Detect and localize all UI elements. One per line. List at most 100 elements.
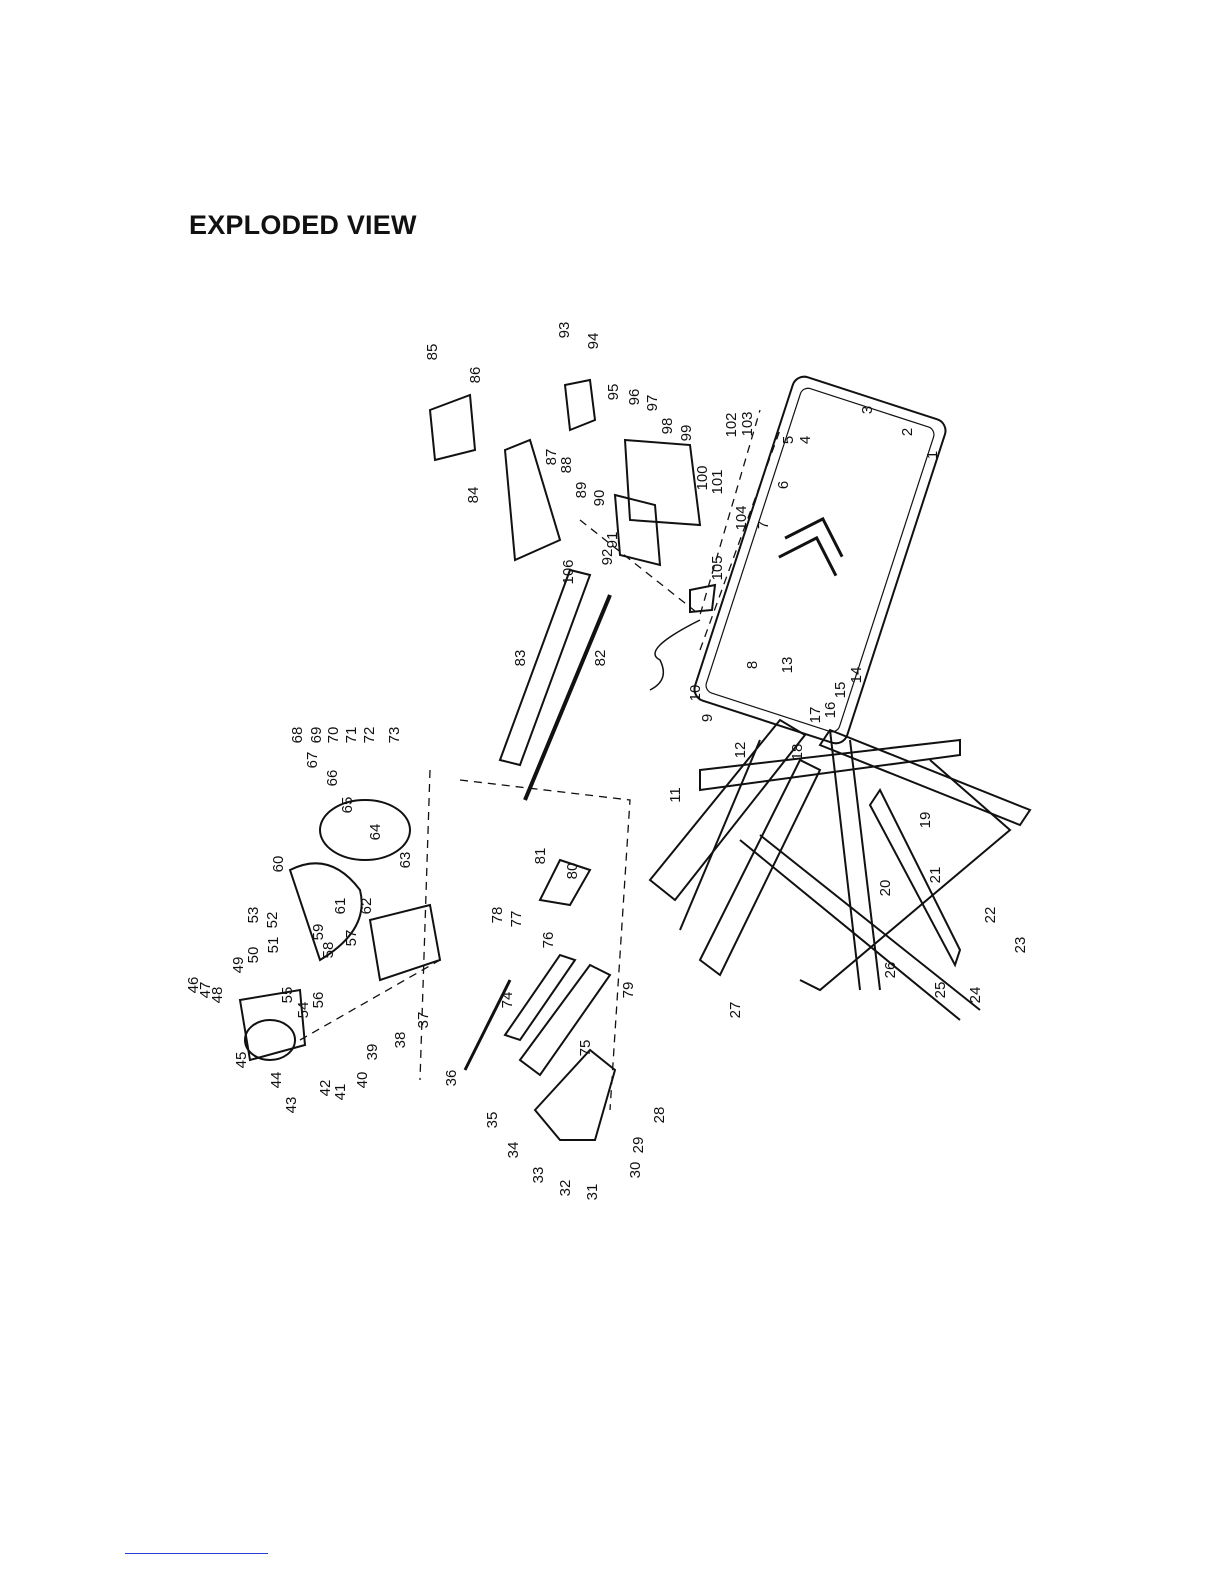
- part-label-5: 5: [780, 436, 797, 444]
- part-label-61: 61: [332, 898, 349, 915]
- part-label-87: 87: [543, 449, 560, 466]
- assembly-lines: [299, 409, 781, 1111]
- part-label-70: 70: [325, 727, 342, 744]
- part-label-71: 71: [343, 727, 360, 744]
- part-label-83: 83: [512, 650, 529, 667]
- part-label-59: 59: [310, 924, 327, 941]
- part-label-98: 98: [659, 418, 676, 435]
- part-label-86: 86: [467, 367, 484, 384]
- part-label-48: 48: [209, 987, 226, 1004]
- part-label-88: 88: [558, 457, 575, 474]
- part-label-30: 30: [627, 1162, 644, 1179]
- part-label-45: 45: [233, 1052, 250, 1069]
- part-label-50: 50: [245, 947, 262, 964]
- part-label-49: 49: [230, 957, 247, 974]
- part-label-53: 53: [245, 907, 262, 924]
- part-labels: 1234567891011121314151617181920212223242…: [185, 322, 1029, 1201]
- part-label-2: 2: [899, 428, 916, 436]
- part-label-89: 89: [573, 482, 590, 499]
- part-label-56: 56: [310, 992, 327, 1009]
- part-label-62: 62: [358, 898, 375, 915]
- part-label-15: 15: [832, 682, 849, 699]
- part-label-57: 57: [343, 930, 360, 947]
- part-label-97: 97: [644, 395, 661, 412]
- part-label-67: 67: [304, 752, 321, 769]
- part-label-19: 19: [917, 812, 934, 829]
- part-label-103: 103: [739, 411, 756, 436]
- saw-head-assembly: [238, 799, 442, 1062]
- part-label-33: 33: [530, 1167, 547, 1184]
- part-label-64: 64: [367, 824, 384, 841]
- stand-frame: [699, 728, 1032, 1021]
- blade-cover: [533, 1048, 617, 1141]
- part-label-94: 94: [585, 333, 602, 350]
- part-label-8: 8: [744, 661, 761, 669]
- part-label-20: 20: [877, 880, 894, 897]
- part-label-68: 68: [289, 727, 306, 744]
- part-label-60: 60: [270, 856, 287, 873]
- part-label-76: 76: [540, 932, 557, 949]
- water-tray: [693, 375, 947, 745]
- part-label-74: 74: [499, 992, 516, 1009]
- part-label-32: 32: [557, 1180, 574, 1197]
- part-label-9: 9: [699, 714, 716, 722]
- part-label-92: 92: [599, 549, 616, 566]
- part-label-4: 4: [797, 436, 814, 444]
- part-label-96: 96: [626, 389, 643, 406]
- part-label-10: 10: [687, 685, 704, 702]
- part-label-63: 63: [397, 852, 414, 869]
- part-label-44: 44: [268, 1072, 285, 1089]
- part-label-47: 47: [197, 982, 214, 999]
- part-label-26: 26: [882, 962, 899, 979]
- part-label-25: 25: [932, 982, 949, 999]
- part-label-90: 90: [591, 490, 608, 507]
- part-label-54: 54: [295, 1002, 312, 1019]
- part-label-78: 78: [489, 907, 506, 924]
- part-label-38: 38: [392, 1032, 409, 1049]
- part-label-46: 46: [185, 977, 202, 994]
- part-label-29: 29: [630, 1137, 647, 1154]
- part-label-3: 3: [859, 406, 876, 414]
- belt-parts: [463, 858, 612, 1077]
- part-label-43: 43: [283, 1097, 300, 1114]
- part-label-73: 73: [386, 727, 403, 744]
- part-label-81: 81: [532, 848, 549, 865]
- part-label-35: 35: [484, 1112, 501, 1129]
- footer-rule: [125, 1553, 268, 1554]
- part-label-7: 7: [755, 521, 772, 529]
- part-label-41: 41: [332, 1084, 349, 1101]
- part-label-1: 1: [924, 451, 941, 459]
- part-label-79: 79: [620, 982, 637, 999]
- part-label-37: 37: [415, 1012, 432, 1029]
- guide-bars: [498, 568, 612, 801]
- part-label-95: 95: [605, 384, 622, 401]
- part-label-13: 13: [779, 657, 796, 674]
- rail-frame: [648, 718, 822, 977]
- part-label-102: 102: [723, 412, 740, 437]
- part-label-75: 75: [577, 1040, 594, 1057]
- part-label-99: 99: [678, 425, 695, 442]
- part-label-40: 40: [354, 1072, 371, 1089]
- part-label-105: 105: [709, 555, 726, 580]
- part-label-101: 101: [709, 469, 726, 494]
- part-label-23: 23: [1012, 937, 1029, 954]
- part-label-84: 84: [465, 487, 482, 504]
- part-label-69: 69: [308, 727, 325, 744]
- part-label-28: 28: [651, 1107, 668, 1124]
- part-label-17: 17: [807, 707, 824, 724]
- part-label-52: 52: [264, 912, 281, 929]
- part-label-22: 22: [982, 907, 999, 924]
- part-label-85: 85: [424, 344, 441, 361]
- part-label-77: 77: [508, 911, 525, 928]
- part-label-93: 93: [556, 322, 573, 339]
- part-label-39: 39: [364, 1044, 381, 1061]
- part-label-14: 14: [848, 667, 865, 684]
- page-title: EXPLODED VIEW: [189, 210, 417, 240]
- part-label-58: 58: [320, 942, 337, 959]
- part-label-80: 80: [564, 863, 581, 880]
- part-label-104: 104: [733, 505, 750, 530]
- part-label-55: 55: [279, 987, 296, 1004]
- part-label-42: 42: [317, 1080, 334, 1097]
- part-label-12: 12: [732, 742, 749, 759]
